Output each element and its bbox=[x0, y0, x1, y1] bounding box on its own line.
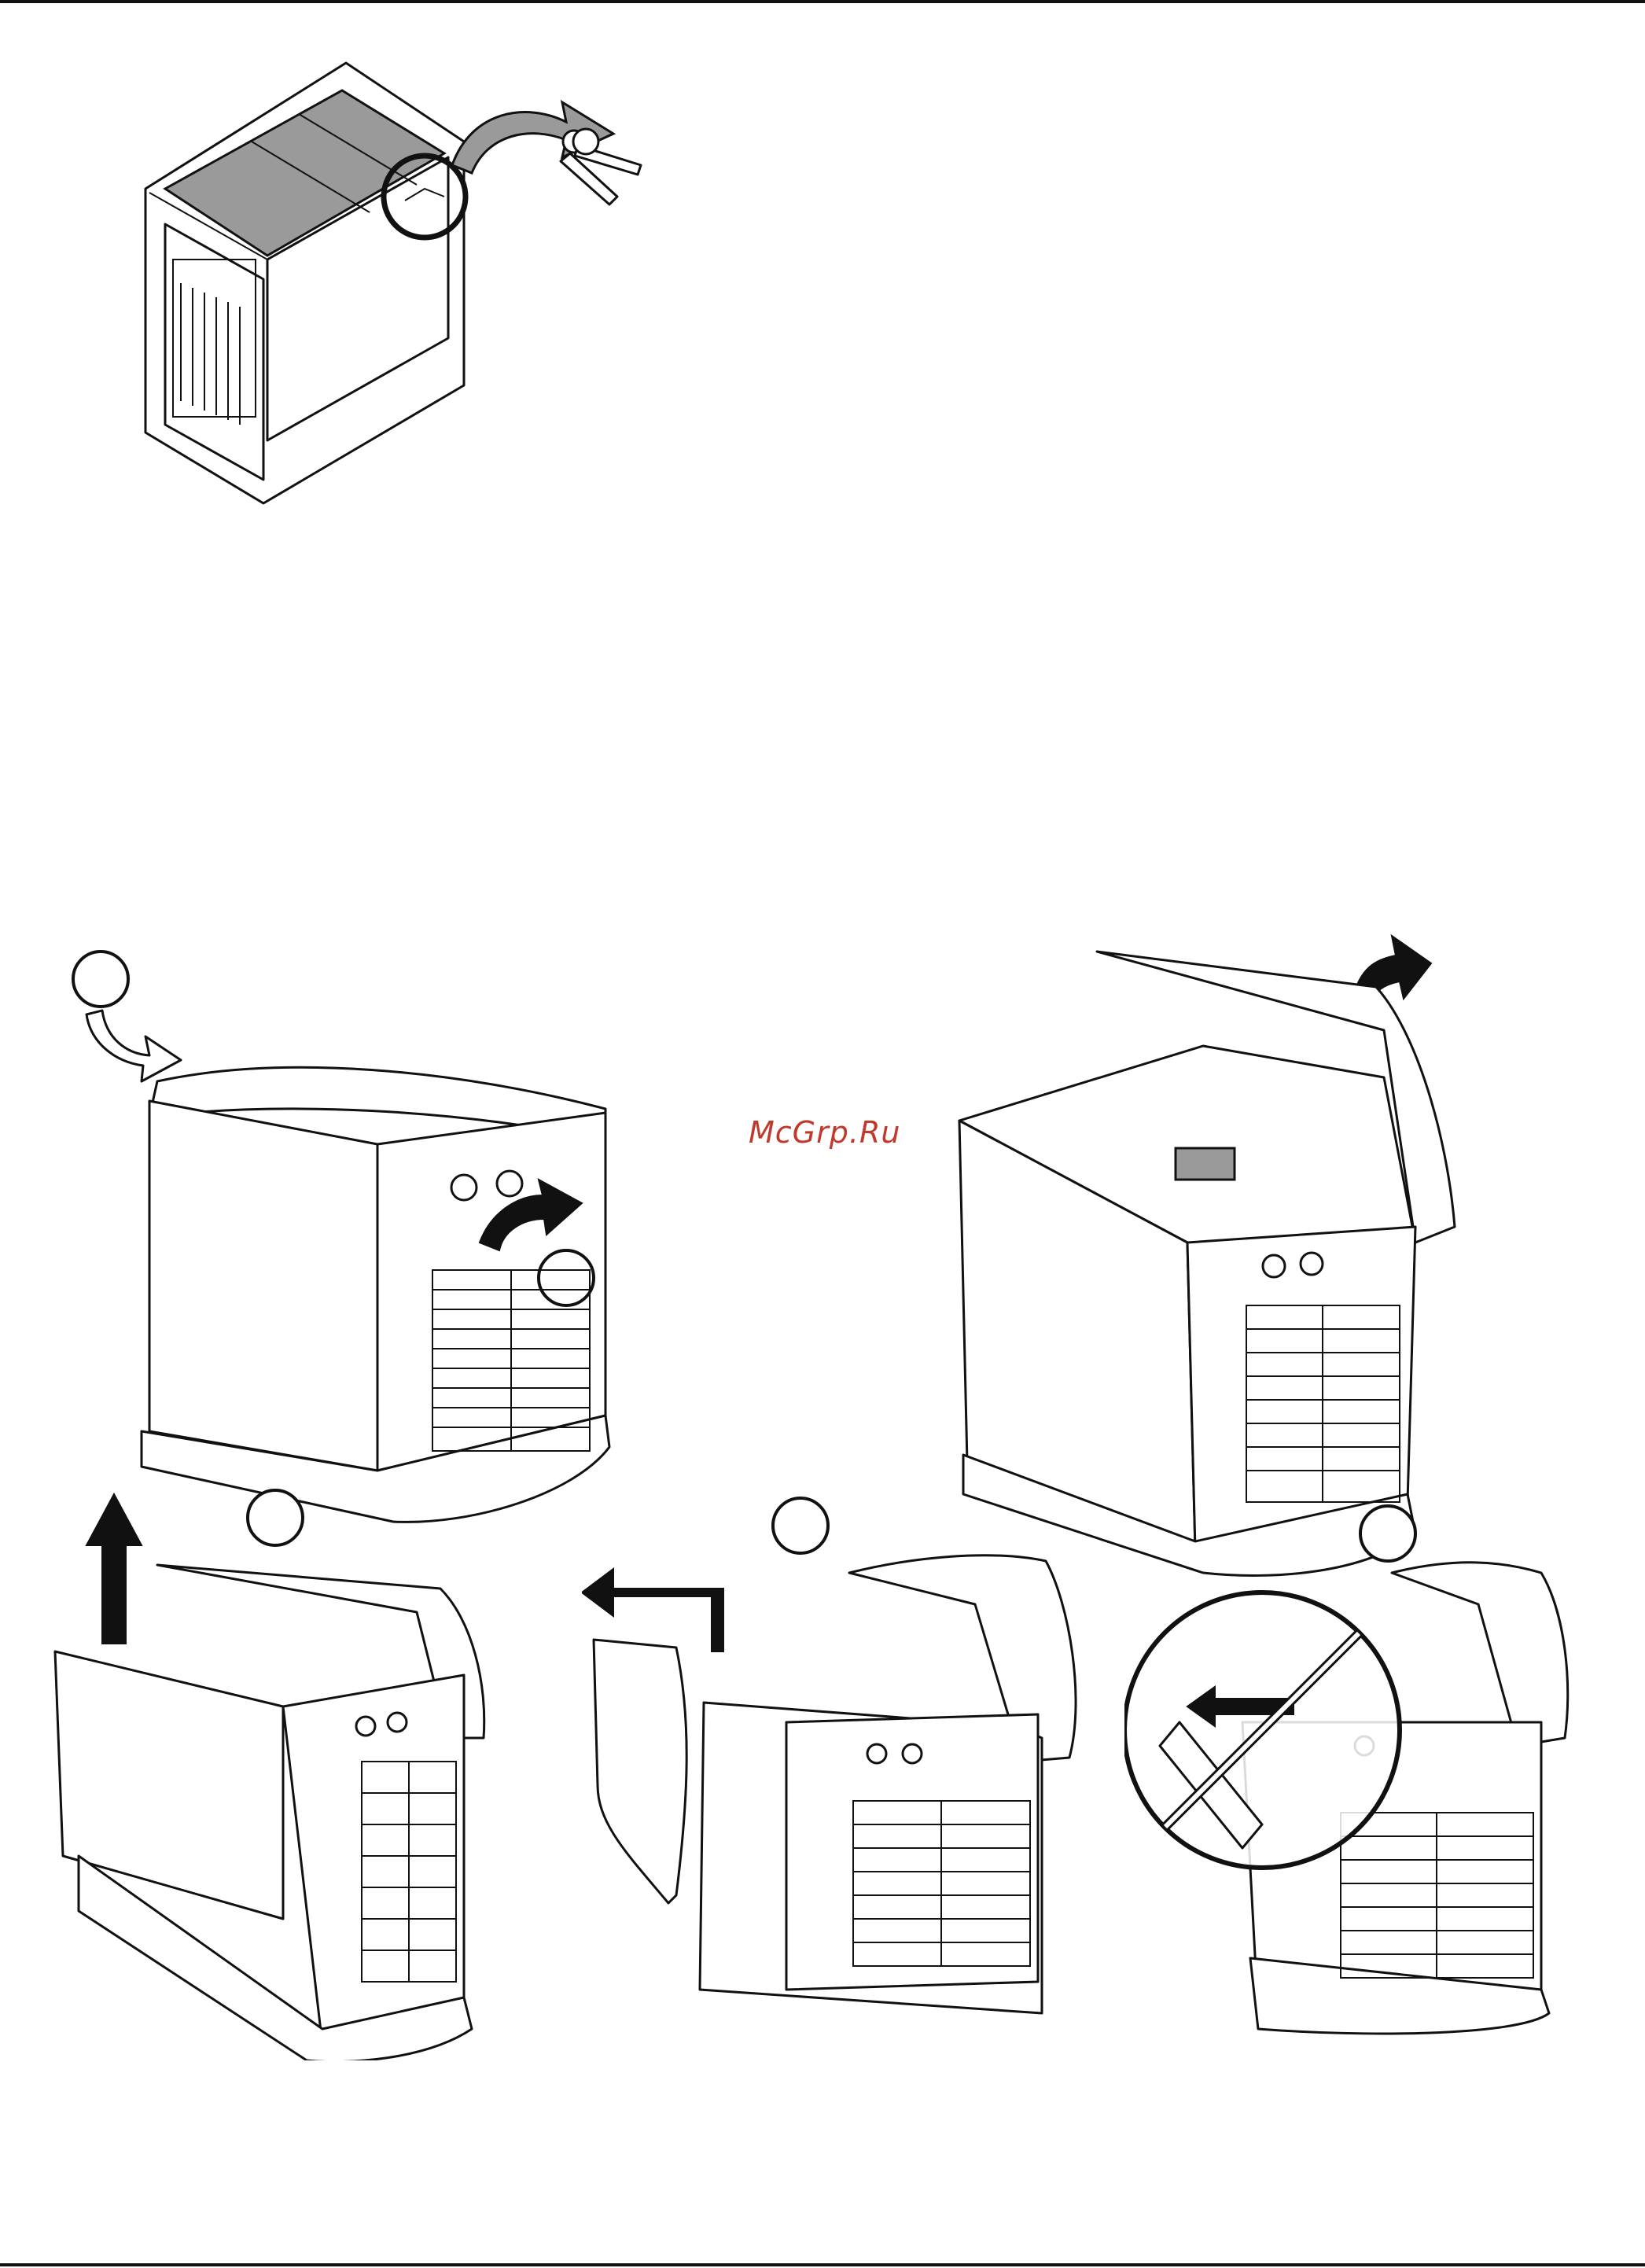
step-callout-circle bbox=[73, 952, 128, 1007]
step-lid-open-figure bbox=[944, 912, 1494, 1581]
crate-figure bbox=[134, 55, 700, 511]
step-prohibited-figure bbox=[1124, 1486, 1596, 2037]
top-rule bbox=[0, 0, 1645, 3]
step-callout-circle bbox=[539, 1250, 594, 1305]
step-lift-front-panel-figure bbox=[47, 1478, 519, 2060]
step-callout-circle bbox=[248, 1490, 303, 1545]
bottom-rule bbox=[0, 2263, 1645, 2266]
watermark: McGrp.Ru bbox=[749, 1115, 900, 1150]
step-callout-circle bbox=[1360, 1506, 1415, 1561]
step-callout-circle bbox=[773, 1498, 828, 1553]
prohibited-icon bbox=[1124, 1592, 1400, 1868]
step-unlock-figure bbox=[63, 944, 613, 1526]
step-remove-side-panel-figure bbox=[582, 1486, 1085, 2037]
